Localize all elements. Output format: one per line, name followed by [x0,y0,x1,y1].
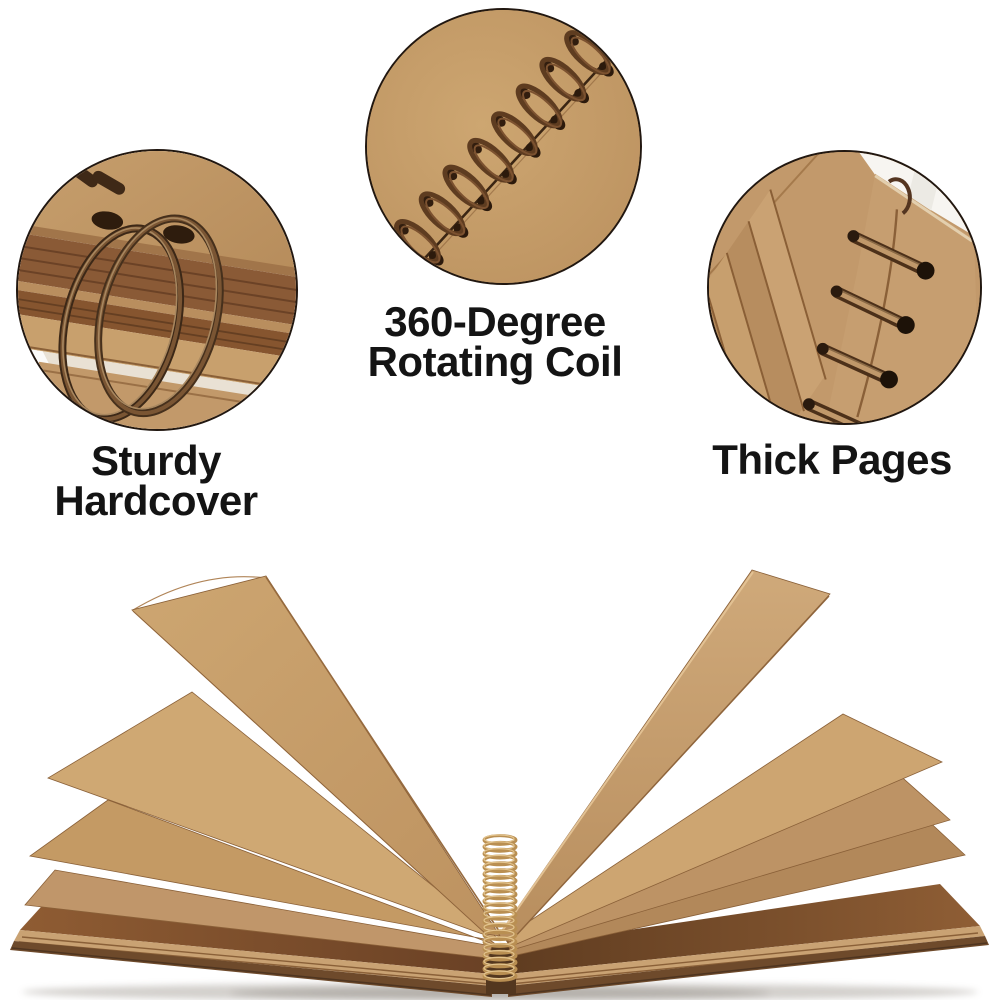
right-fan-pages [497,569,951,951]
hardcover-photo-circle [16,149,298,431]
coil-loops [394,30,614,266]
feature-label-sturdy-hardcover: Sturdy Hardcover [6,437,306,524]
hardcover-corner-photo [18,151,296,429]
open-scrapbook-photo [10,569,989,1000]
coil-photo-circle [365,8,642,285]
thick-pages-photo [709,152,980,423]
coil-loops [802,230,935,423]
feature-label-line: 360-Degree [384,298,606,345]
spiral-coil-closeup-photo [367,10,640,283]
thick-pages-photo-circle [707,150,982,425]
page-left-low [24,869,493,959]
feature-label-line: Hardcover [54,477,258,524]
spiral-coil [482,833,518,982]
binder-rings [58,214,224,424]
feature-label-line: Thick Pages [712,436,952,483]
cover-seam [856,209,899,418]
feature-label-line: Sturdy [90,437,222,484]
feature-label-rotating-coil: 360-Degree Rotating Coil [325,298,665,385]
left-fan-pages [29,575,502,947]
feature-label-line: Rotating Coil [367,338,623,385]
ring-holes [91,211,195,244]
feature-label-thick-pages: Thick Pages [662,436,1000,483]
wire-ring [887,177,912,215]
